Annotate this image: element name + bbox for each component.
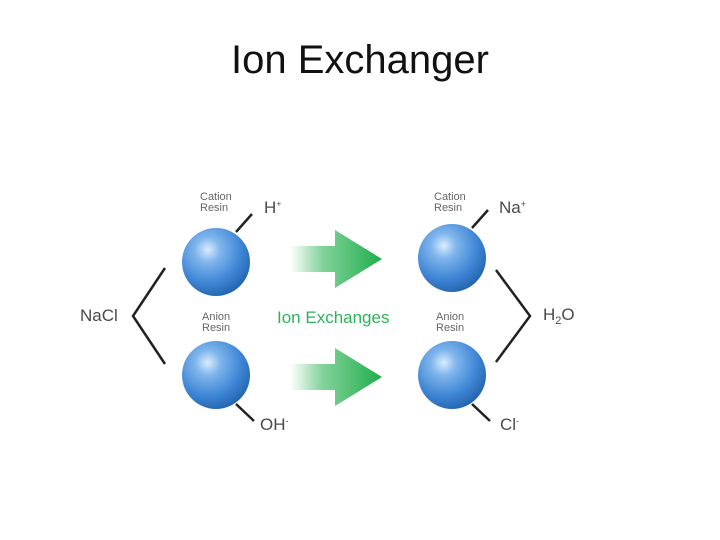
ion-exchanges-label: Ion Exchanges [277, 308, 390, 327]
left-cation-resin-line1: Cation [200, 191, 232, 203]
na-ion-label: Na+ [499, 198, 526, 218]
left-cation-bead [182, 228, 250, 296]
right-anion-bond [471, 403, 491, 422]
left-anion-resin-line1: Anion [202, 311, 231, 323]
oh-ion-charge: - [285, 416, 289, 426]
left-cation-resin-line2: Resin [200, 202, 229, 214]
right-bracket [494, 269, 532, 363]
cl-ion-label: Cl- [500, 415, 519, 435]
water-h: H [543, 305, 556, 324]
right-cation-resin-line2: Resin [434, 202, 463, 214]
right-anion-resin-label: Anion Resin [436, 312, 464, 334]
na-ion-charge: + [520, 199, 526, 209]
cl-ion-charge: - [516, 416, 520, 426]
bottom-arrow [290, 348, 382, 406]
water-label: H2O [543, 305, 575, 327]
right-cation-resin-line1: Cation [434, 191, 466, 203]
right-anion-bead [418, 341, 486, 409]
left-bracket [131, 267, 167, 365]
left-anion-bead [182, 341, 250, 409]
left-anion-resin-label: Anion Resin [202, 312, 230, 334]
na-ion-base: Na [499, 198, 521, 217]
oh-ion-label: OH- [260, 415, 289, 435]
h-ion-label: H+ [264, 198, 282, 218]
oh-ion-base: OH [260, 415, 286, 434]
right-cation-resin-label: Cation Resin [434, 192, 466, 214]
left-cation-bond [235, 213, 253, 233]
cl-ion-base: Cl [500, 415, 517, 434]
slide-title: Ion Exchanger [231, 38, 489, 82]
right-anion-resin-line1: Anion [436, 311, 465, 323]
top-arrow [290, 230, 382, 288]
left-cation-resin-label: Cation Resin [200, 192, 232, 214]
left-anion-resin-line2: Resin [202, 322, 231, 334]
water-subscript: 2 [555, 315, 562, 327]
h-ion-base: H [264, 198, 277, 217]
right-cation-bead [418, 224, 486, 292]
h-ion-charge: + [276, 199, 282, 209]
right-cation-bond [471, 209, 489, 229]
right-anion-resin-line2: Resin [436, 322, 465, 334]
left-anion-bond [235, 403, 255, 422]
water-o: O [561, 305, 575, 324]
nacl-label: NaCl [80, 306, 118, 325]
